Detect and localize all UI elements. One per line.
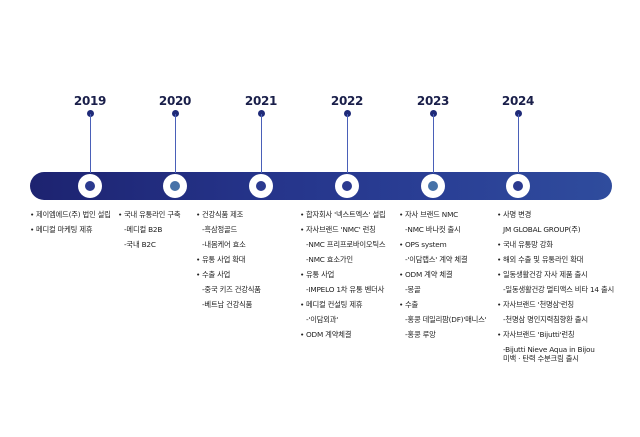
timeline-node-core <box>342 181 352 191</box>
milestone-item: OPS system <box>399 240 487 249</box>
milestone-subitem: JM GLOBAL GROUP(주) <box>503 225 581 234</box>
timeline-node-core <box>170 181 180 191</box>
timeline-node-core <box>256 181 266 191</box>
year-pin-dot <box>514 110 522 117</box>
timeline-node <box>78 174 102 198</box>
year-pin-line <box>260 114 262 173</box>
year-pin-dot <box>429 110 437 117</box>
timeline-node-core <box>85 181 95 191</box>
milestone-item: 합자회사 '넥스트엑스' 설립 <box>300 210 386 219</box>
timeline-node <box>163 174 187 198</box>
year-pin-line <box>346 114 348 173</box>
milestone-subitem: -일동생활건강 멀티액스 비타 14 출시 <box>503 285 614 294</box>
milestone-item: 국내 유통라인 구축 <box>118 210 181 219</box>
milestone-subitem: -'이담외과' <box>306 315 339 324</box>
year-pin-dot <box>257 110 265 117</box>
year-milestones-list: 건강식품 제조 -흑삼정골드 -내몸케어 효소유통 사업 확대수출 사업 -중국 키즈… <box>196 210 261 315</box>
milestone-item: 유통 사업 <box>300 270 386 279</box>
milestone-item: 메디컬 마케팅 제휴 <box>30 225 111 234</box>
milestone-subitem: -흑삼정골드 <box>202 225 237 234</box>
milestone-item: 자사 브랜드 NMC <box>399 210 487 219</box>
milestone-item: 수출 <box>399 300 487 309</box>
year-pin-dot <box>86 110 94 117</box>
milestone-subitem: -NMC 효소가인 <box>306 255 353 264</box>
year-label: 2023 <box>416 94 450 108</box>
milestone-item: 유통 사업 확대 <box>196 255 261 264</box>
year-label: 2021 <box>244 94 278 108</box>
milestone-subitem: -메디컬 B2B <box>124 225 163 234</box>
milestone-subitem: -NMC 프리프로바이오틱스 <box>306 240 386 249</box>
timeline-node-core <box>513 181 523 191</box>
year-pin-line <box>174 114 176 173</box>
year-milestones-list: 사명 변경 JM GLOBAL GROUP(주) 국내 유통망 강화해외 수출 및 … <box>497 210 614 369</box>
milestone-item: 사명 변경 <box>497 210 614 219</box>
year-label: 2020 <box>158 94 192 108</box>
milestone-subitem: 미백 · 탄력 수분크림 출시 <box>503 354 579 363</box>
milestone-item: ODM 계약체결 <box>300 330 386 339</box>
milestone-subitem: -홍콩 데일리팜(DF)'매니스' <box>405 315 487 324</box>
year-pin-dot <box>343 110 351 117</box>
milestone-item: 국내 유통망 강화 <box>497 240 614 249</box>
year-milestones-list: 제이엠에드(주) 법인 설립메디컬 마케팅 제휴 <box>30 210 111 240</box>
milestone-subitem: -천명삼 명인지력침향환 출시 <box>503 315 588 324</box>
year-milestones-list: 합자회사 '넥스트엑스' 설립자사브랜드 'NMC' 런칭 -NMC 프리프로바이… <box>300 210 386 345</box>
year-milestones-list: 국내 유통라인 구축 -메디컬 B2B -국내 B2C <box>118 210 181 255</box>
year-pin-line <box>517 114 519 173</box>
year-pin-dot <box>171 110 179 117</box>
milestone-subitem: -Bijutti Nieve Aqua in Bijou <box>503 345 595 354</box>
milestone-subitem: -몽골 <box>405 285 421 294</box>
milestone-subitem: -'이담랩스' 계약 체결 <box>405 255 468 264</box>
year-label: 2022 <box>330 94 364 108</box>
milestone-subitem: -베트남 건강식품 <box>202 300 253 309</box>
milestone-item: 해외 수출 및 유통라인 확대 <box>497 255 614 264</box>
milestone-item: 자사브랜드 '천명삼'런칭 <box>497 300 614 309</box>
year-milestones-list: 자사 브랜드 NMC -NMC 바나컷 출시 OPS system -'이담랩스' 계… <box>399 210 487 345</box>
timeline-node <box>335 174 359 198</box>
timeline-node <box>506 174 530 198</box>
milestone-item: 자사브랜드 'Bijutti'런칭 <box>497 330 614 339</box>
milestone-subitem: -IMPELO 1차 유통 벤더사 <box>306 285 385 294</box>
milestone-subitem: -중국 키즈 건강식품 <box>202 285 261 294</box>
milestone-subitem: -국내 B2C <box>124 240 156 249</box>
milestone-subitem: -홍콩 루앙 <box>405 330 436 339</box>
year-label: 2019 <box>73 94 107 108</box>
timeline-node <box>421 174 445 198</box>
milestone-item: 건강식품 제조 <box>196 210 261 219</box>
milestone-subitem: -내몸케어 효소 <box>202 240 246 249</box>
milestone-subitem: -NMC 바나컷 출시 <box>405 225 461 234</box>
year-pin-line <box>89 114 91 173</box>
milestone-item: ODM 계약 체결 <box>399 270 487 279</box>
milestone-item: 제이엠에드(주) 법인 설립 <box>30 210 111 219</box>
timeline-node <box>249 174 273 198</box>
year-label: 2024 <box>501 94 535 108</box>
timeline-node-core <box>428 181 438 191</box>
year-pin-line <box>432 114 434 173</box>
milestone-item: 수출 사업 <box>196 270 261 279</box>
milestone-item: 일동생활건강 자사 제품 출시 <box>497 270 614 279</box>
milestone-item: 메디컬 컨설팅 제휴 <box>300 300 386 309</box>
milestone-item: 자사브랜드 'NMC' 런칭 <box>300 225 386 234</box>
